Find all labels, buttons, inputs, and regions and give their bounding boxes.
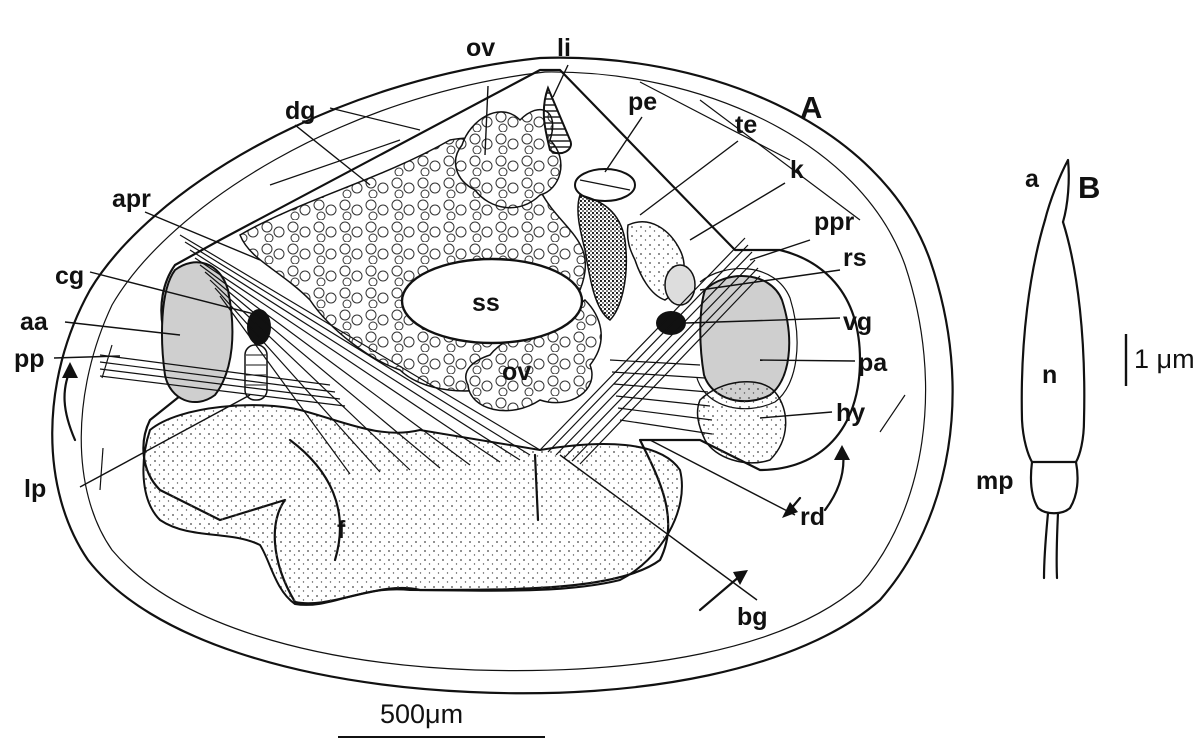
receptaculum (665, 265, 695, 305)
label-cg: cg (55, 262, 84, 290)
label-k: k (790, 156, 804, 184)
label-li: li (557, 34, 571, 62)
sperm-flagellum (1044, 513, 1048, 578)
foot (143, 405, 682, 605)
label-lp: lp (24, 475, 46, 503)
shell-edge-line-5 (102, 345, 112, 378)
label-dg: dg (285, 97, 316, 125)
label-apr: apr (112, 185, 151, 213)
label-ss: ss (472, 289, 500, 317)
retractor-dorsal (610, 360, 712, 434)
panel-a: ov li dg pe A te k apr ppr cg rs ss aa v… (14, 34, 953, 737)
label-ppr: ppr (814, 208, 855, 236)
scale-bar-a-label: 500μm (380, 699, 463, 729)
label-pa: pa (858, 349, 888, 377)
arrow-right-3-head (733, 570, 748, 585)
arrow-left-head (62, 362, 78, 378)
hypobranchial-gland (698, 382, 786, 463)
label-n: n (1042, 361, 1057, 389)
label-te: te (735, 111, 757, 139)
arrow-right-1-head (834, 445, 850, 460)
label-vg: vg (843, 308, 872, 336)
panel-label-b: B (1078, 170, 1100, 205)
labial-palp (245, 345, 267, 400)
arrow-left (65, 370, 75, 440)
shell-edge-line-2 (330, 108, 420, 130)
label-pe: pe (628, 88, 657, 116)
label-bg: bg (737, 603, 768, 631)
shell-edge-line-7 (880, 395, 905, 432)
sperm-midpiece (1031, 462, 1078, 513)
ligament (544, 88, 571, 153)
label-f: f (337, 516, 346, 544)
scale-bar-b-label: 1 μm (1134, 344, 1195, 374)
label-hy: hy (836, 399, 865, 427)
label-aa: aa (20, 308, 49, 336)
label-ov-mid: ov (502, 358, 531, 386)
label-rd: rd (800, 503, 825, 531)
sperm-flagellum-2 (1057, 513, 1058, 578)
shell-edge-line-4 (700, 100, 860, 220)
label-a: a (1025, 165, 1040, 193)
sperm-nucleus (1022, 220, 1085, 462)
sperm-acrosome (1045, 160, 1069, 222)
panel-label-a: A (800, 90, 822, 125)
shell-edge-line-6 (100, 448, 103, 490)
label-ov-top: ov (466, 34, 495, 62)
label-pp: pp (14, 345, 45, 373)
panel-b: a B n mp 1 μm (976, 160, 1195, 578)
arrow-right-3 (700, 576, 740, 610)
arrow-right-1 (825, 452, 843, 510)
label-mp: mp (976, 467, 1014, 495)
label-rs: rs (843, 244, 867, 272)
